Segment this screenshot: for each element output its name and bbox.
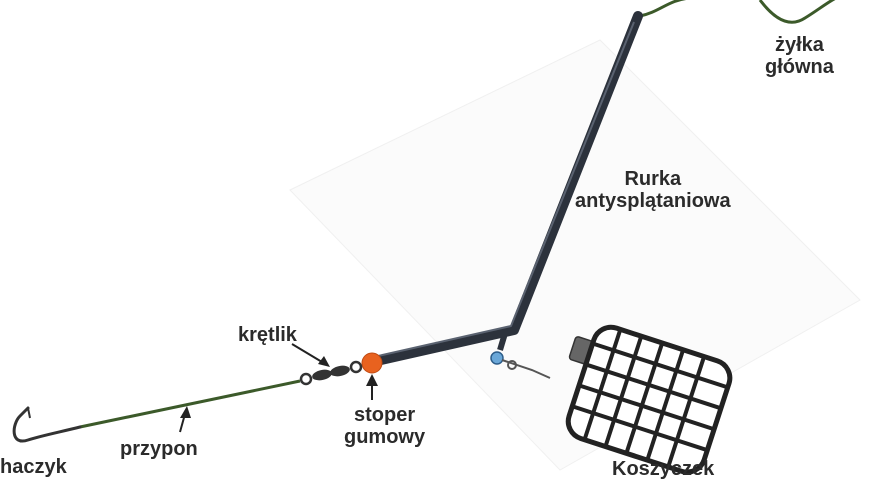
- feeder-snap: [501, 359, 551, 379]
- tube-highlight: [377, 21, 635, 357]
- tube-label-line1: Rurka: [624, 168, 682, 190]
- tube-stem: [497, 329, 509, 351]
- hooklength-line: [79, 379, 301, 429]
- main-line: [639, 0, 836, 24]
- blue-bead: [490, 351, 504, 365]
- swivel: [299, 360, 363, 386]
- anti-tangle-tube: [367, 11, 643, 367]
- rubber-stopper: [361, 352, 383, 374]
- tube-label-line2: antysplątaniowa: [575, 190, 731, 212]
- main-line-label-line1: żyłka: [774, 34, 824, 56]
- hook-icon: [12, 406, 82, 443]
- hooklength-label: przypon: [120, 438, 198, 460]
- feeder-grid: [573, 330, 727, 466]
- feeder-snap-ring: [507, 360, 517, 370]
- stopper-arrow: [366, 374, 378, 400]
- swivel-arrow: [291, 343, 330, 367]
- tube-label: Rurka antysplątaniowa: [575, 168, 731, 212]
- hook-barb: [27, 407, 31, 419]
- stopper-label: stoper gumowy: [344, 404, 425, 448]
- swivel-label: krętlik: [238, 324, 297, 346]
- feeder-cage: [565, 324, 733, 475]
- main-line-label-line2: główna: [765, 56, 834, 78]
- stopper-label-line2: gumowy: [344, 426, 426, 448]
- stopper-label-line1: stoper: [354, 404, 416, 426]
- main-line-label: żyłka główna: [765, 34, 834, 78]
- feeder-label: Koszyczek: [612, 458, 715, 480]
- hook-label: haczyk: [0, 456, 67, 478]
- hooklength-arrow: [179, 406, 191, 433]
